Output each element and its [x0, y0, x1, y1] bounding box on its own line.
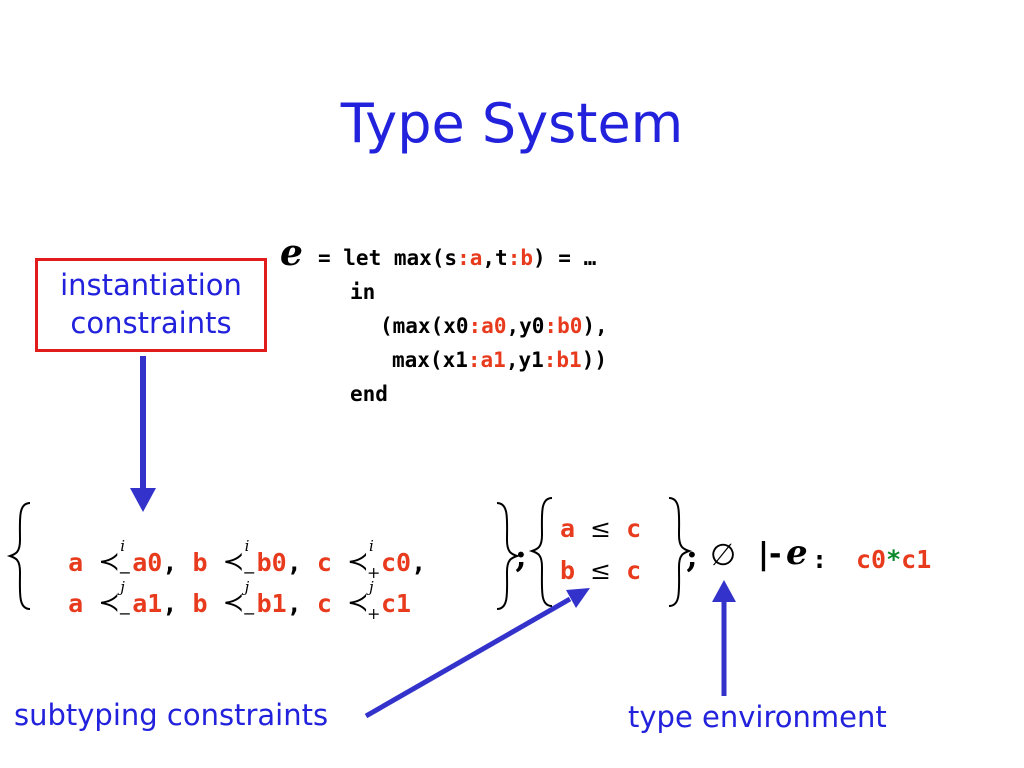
- precedes-symbol: ≺i−: [98, 537, 132, 582]
- judgment-expression-variable: e: [786, 533, 808, 573]
- constraint-lhs: b: [192, 548, 208, 577]
- left-brace-2: [528, 497, 553, 607]
- instantiation-label: instantiation constraints: [35, 266, 267, 342]
- instantiation-label-line-1: instantiation: [60, 268, 242, 302]
- separator-semicolon-1: ;: [515, 537, 527, 575]
- precedes-symbol: ≺j−: [222, 578, 256, 623]
- precedes-symbol: ≺i−: [222, 537, 256, 582]
- subtyping-row-2: b ≤ c: [560, 556, 642, 585]
- subtyping-row-1: a ≤ c: [560, 514, 642, 543]
- empty-environment: ∅: [710, 538, 737, 573]
- constraint-lhs: a: [68, 589, 84, 618]
- subtyping-label: subtyping constraints: [14, 698, 329, 732]
- result-type: c0*c1: [856, 545, 932, 574]
- code-line-3: (max(x0:a0,y0:b0),: [380, 314, 608, 338]
- expression-variable: e: [280, 232, 303, 274]
- precedes-symbol: ≺j−: [98, 578, 132, 623]
- constraint-rhs: b1: [256, 589, 287, 618]
- left-brace-1: [6, 502, 31, 610]
- instantiation-row-2: a ≺j−a1, b ≺j−b1, c ≺j+c1: [68, 578, 412, 623]
- right-brace-2: [668, 497, 693, 607]
- right-brace-1: [496, 502, 521, 610]
- instantiation-box: [35, 258, 267, 352]
- code-line-1: = let max(s:a,t:b) = …: [318, 246, 597, 270]
- constraint-rhs: b0: [256, 548, 287, 577]
- instantiation-label-line-2: constraints: [70, 306, 232, 340]
- instantiation-arrow-head: [130, 488, 156, 512]
- precedes-symbol: ≺j+: [346, 578, 381, 623]
- constraint-lhs: a: [68, 548, 84, 577]
- constraint-lhs: c: [316, 589, 332, 618]
- constraint-rhs: a0: [132, 548, 163, 577]
- code-line-4: max(x1:a1,y1:b1)): [392, 348, 607, 372]
- constraint-lhs: c: [316, 548, 332, 577]
- separator-semicolon-2: ;: [686, 537, 698, 575]
- precedes-symbol: ≺i+: [346, 537, 381, 582]
- environment-arrow-head: [712, 580, 736, 602]
- subtyping-arrow-head: [566, 588, 590, 608]
- constraint-rhs: c0: [380, 548, 412, 577]
- turnstile: |-: [758, 537, 782, 572]
- subtyping-arrow: [364, 596, 572, 719]
- constraint-rhs: c1: [380, 589, 412, 618]
- code-line-5: end: [350, 382, 388, 406]
- instantiation-row-1: a ≺i−a0, b ≺i−b0, c ≺i+c0,: [68, 537, 427, 582]
- constraint-rhs: a1: [132, 589, 163, 618]
- judgment-colon: :: [812, 545, 828, 574]
- page-title: Type System: [340, 92, 684, 155]
- code-line-2: in: [350, 280, 376, 304]
- environment-label: type environment: [628, 700, 887, 734]
- constraint-lhs: b: [192, 589, 208, 618]
